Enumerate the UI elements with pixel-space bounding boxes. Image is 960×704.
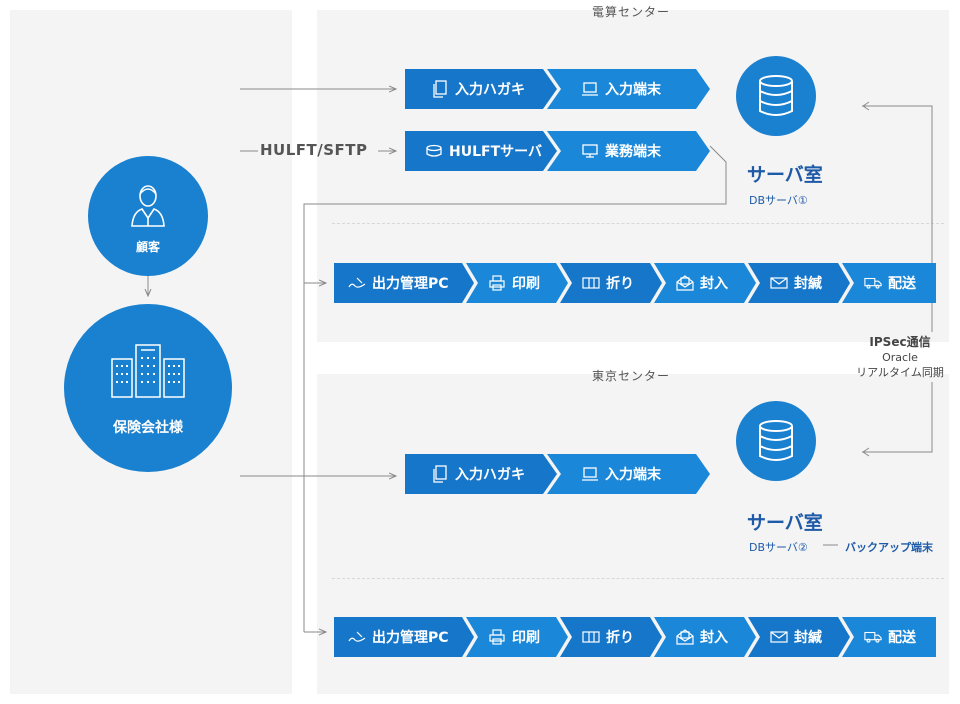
step-input-postcard: 入力ハガキ [405,69,557,109]
sync-note: IPSec通信 Oracle リアルタイム同期 [850,335,950,380]
step-hulft-server: HULFTサーバ [405,131,557,171]
step-label: 出力管理PC [372,630,449,646]
server-2-sub: DBサーバ② [749,541,808,554]
building-icon [111,344,185,398]
folded-paper-icon [582,628,600,646]
step-label: 印刷 [512,276,540,292]
step-label: 業務端末 [605,144,661,160]
insurer-node: 保険会社様 [64,304,232,472]
envelope-icon [770,274,788,292]
step-enclose: 封入 [654,617,756,657]
step-label: HULFTサーバ [449,144,542,160]
divider-top [332,223,944,224]
folded-paper-icon [582,274,600,292]
flow-input-tokyo: 入力ハガキ 入力端末 [405,454,710,494]
step-label: 入力ハガキ [455,82,525,98]
person-icon [131,184,165,227]
step-print: 印刷 [466,617,568,657]
sync-line-1: IPSec通信 [869,335,931,349]
server-2-title: サーバ室 [747,512,823,534]
step-label: 入力ハガキ [455,467,525,483]
disk-icon [425,142,443,160]
flow-output-tokyo: 出力管理PC 印刷 折り 封入 封緘 配送 [334,617,936,657]
step-label: 入力端末 [605,467,661,483]
customer-label: 顧客 [135,239,160,254]
step-input-terminal: 入力端末 [547,454,710,494]
monitor-icon [581,142,599,160]
step-seal: 封緘 [748,617,850,657]
document-icon [431,465,449,483]
step-label: 印刷 [512,630,540,646]
flow-input-dengen: 入力ハガキ 入力端末 [405,69,710,109]
step-label: 折り [606,276,634,292]
step-label: 配送 [888,630,916,646]
step-label: 封入 [700,630,728,646]
customer-node: 顧客 [88,156,208,276]
document-icon [431,80,449,98]
step-input-postcard: 入力ハガキ [405,454,557,494]
step-label: 封入 [700,276,728,292]
step-business-terminal: 業務端末 [547,131,710,171]
database-icon [759,75,793,116]
step-deliver: 配送 [842,617,936,657]
step-label: 折り [606,630,634,646]
step-deliver: 配送 [842,263,936,303]
server-1-title: サーバ室 [747,164,823,186]
db-server-1-node [736,56,816,136]
hulft-sftp-label: HULFT/SFTP [260,141,368,159]
step-label: 入力端末 [605,82,661,98]
laptop-icon [581,80,599,98]
truck-icon [864,274,882,292]
step-fold: 折り [560,263,662,303]
step-input-terminal: 入力端末 [547,69,710,109]
truck-icon [864,628,882,646]
step-output-pc: 出力管理PC [334,263,474,303]
db-server-2-node [736,401,816,481]
step-enclose: 封入 [654,263,756,303]
flow-hulft-dengen: HULFTサーバ 業務端末 [405,131,710,171]
step-label: 出力管理PC [372,276,449,292]
step-label: 封緘 [794,630,822,646]
divider-bottom [332,578,944,579]
hand-writing-icon [348,628,366,646]
insurer-label: 保険会社様 [113,420,183,436]
server-1-sub: DBサーバ① [749,194,808,207]
laptop-icon [581,465,599,483]
dengen-center-label: 電算センター [592,5,671,19]
step-seal: 封緘 [748,263,850,303]
backup-terminal-label: バックアップ端末 [845,541,933,554]
database-icon [759,420,793,461]
step-output-pc: 出力管理PC [334,617,474,657]
tokyo-center-label: 東京センター [592,369,671,383]
step-print: 印刷 [466,263,568,303]
step-label: 配送 [888,276,916,292]
hand-writing-icon [348,274,366,292]
envelope-icon [770,628,788,646]
envelope-open-icon [676,628,694,646]
sync-line-2: Oracle [882,351,918,364]
sync-line-3: リアルタイム同期 [856,366,944,379]
envelope-open-icon [676,274,694,292]
step-label: 封緘 [794,276,822,292]
printer-icon [488,274,506,292]
step-fold: 折り [560,617,662,657]
printer-icon [488,628,506,646]
flow-output-dengen: 出力管理PC 印刷 折り 封入 封緘 配送 [334,263,936,303]
